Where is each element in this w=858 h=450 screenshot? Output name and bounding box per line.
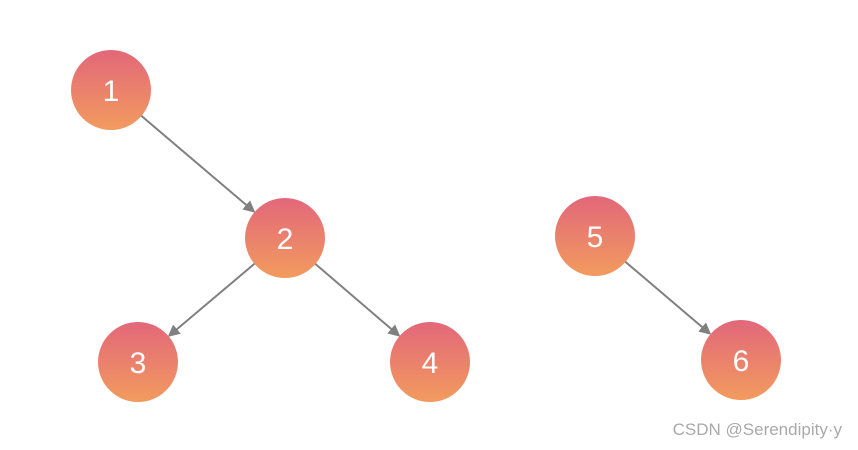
- node-label: 2: [277, 223, 294, 256]
- node-label: 3: [130, 347, 147, 380]
- node-n2: 2: [245, 198, 325, 278]
- node-label: 4: [422, 347, 439, 380]
- node-label: 6: [733, 345, 750, 378]
- node-circle: [701, 320, 781, 400]
- node-circle: [390, 322, 470, 402]
- node-circle: [71, 50, 151, 130]
- edge-n2-n3: [167, 262, 256, 337]
- node-circle: [555, 196, 635, 276]
- node-circle: [98, 322, 178, 402]
- edge-n5-n6: [624, 260, 712, 335]
- node-n3: 3: [98, 322, 178, 402]
- edges-layer: [140, 114, 712, 337]
- node-n1: 1: [71, 50, 151, 130]
- node-label: 5: [587, 221, 604, 254]
- node-n4: 4: [390, 322, 470, 402]
- watermark: CSDN @Serendipity·y: [672, 420, 842, 439]
- node-n6: 6: [701, 320, 781, 400]
- node-circle: [245, 198, 325, 278]
- edge-n1-n2: [140, 114, 256, 213]
- node-label: 1: [103, 75, 120, 108]
- node-n5: 5: [555, 196, 635, 276]
- nodes-layer: 1 2 3 4 5 6: [71, 50, 781, 402]
- edge-n2-n4: [313, 262, 401, 337]
